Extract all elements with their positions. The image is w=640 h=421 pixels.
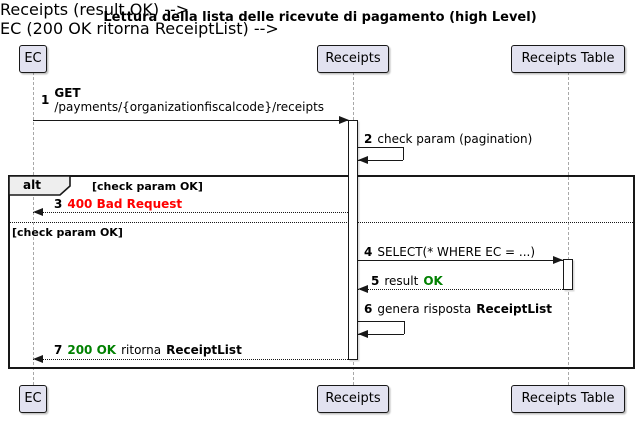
participant-ec-label: EC: [24, 51, 42, 66]
participant-receipts-table-label: Receipts Table: [521, 51, 615, 66]
participant-receipts-label: Receipts: [325, 391, 381, 406]
message-7-payload: ReceiptList: [166, 343, 242, 357]
message-5-label: 5 result OK: [371, 274, 443, 288]
alt-operator-label: alt: [23, 178, 41, 192]
message-7-number: 7: [54, 343, 63, 357]
message-1-arrow: [33, 120, 348, 121]
lifeline-receipts-table: [568, 72, 569, 385]
message-5-text: result: [384, 274, 419, 288]
lifeline-ec: [33, 72, 34, 385]
alt-guard-else: [check param OK]: [12, 226, 123, 239]
message-4-arrow: [358, 260, 563, 261]
message-4-label: 4 SELECT(* WHERE EC = ...): [364, 245, 535, 259]
alt-guard-top: [check param OK]: [92, 180, 203, 193]
arrowhead-left: [33, 355, 43, 363]
message-1-method: GET: [54, 86, 81, 100]
self-line-right: [403, 147, 404, 160]
message-3-number: 3: [54, 197, 63, 211]
participant-receipts-table-bottom: Receipts Table: [511, 385, 625, 413]
alt-divider: [10, 222, 633, 223]
message-7-status: 200 OK: [67, 343, 117, 357]
participant-receipts-label: Receipts: [325, 51, 381, 66]
message-6-number: 6: [364, 302, 373, 316]
arrowhead-right: [339, 116, 349, 124]
message-2-label: 2 check param (pagination): [364, 132, 532, 146]
participant-receipts-bottom: Receipts: [317, 385, 389, 413]
message-6-label: 6 genera risposta ReceiptList: [364, 302, 552, 316]
participant-ec-top: EC: [19, 45, 47, 73]
arrowhead-left: [33, 208, 43, 216]
alt-frame: [8, 175, 635, 369]
self-line-bottom: [358, 160, 403, 161]
self-line-bottom: [358, 334, 404, 335]
message-5-arrow: [358, 289, 563, 290]
activation-bar-receipts: [348, 120, 358, 360]
arrowhead-left: [358, 156, 368, 164]
message-3-arrow: [33, 212, 348, 213]
message-5-number: 5: [371, 274, 380, 288]
participant-receipts-table-top: Receipts Table: [511, 45, 625, 73]
diagram-title: Lettura della lista delle ricevute di pa…: [103, 10, 537, 25]
message-1-text: GET /payments/{organizationfiscalcode}/r…: [54, 86, 324, 114]
participant-ec-label: EC: [24, 391, 42, 406]
message-4-number: 4: [364, 245, 373, 259]
message-2-number: 2: [364, 132, 373, 146]
activation-bar-receipts-table: [563, 259, 573, 290]
arrowhead-left: [358, 285, 368, 293]
message-7-arrow: [33, 359, 348, 360]
message-1-label: 1 GET /payments/{organizationfiscalcode}…: [41, 86, 324, 114]
self-line-top: [358, 321, 404, 322]
self-line-right: [404, 321, 405, 334]
arrowhead-right: [553, 256, 563, 264]
message-3-error-text: 400 Bad Request: [67, 197, 183, 211]
message-6-text: genera risposta: [377, 302, 472, 316]
arrowhead-left: [358, 330, 368, 338]
message-6-payload: ReceiptList: [476, 302, 552, 316]
message-1-number: 1: [41, 93, 50, 107]
message-7-text: ritorna: [121, 343, 162, 357]
message-7-label: 7 200 OK ritorna ReceiptList: [54, 343, 242, 357]
alt-operator-pentagon: [8, 175, 71, 196]
message-2-text: check param (pagination): [377, 132, 533, 146]
participant-receipts-top: Receipts: [317, 45, 389, 73]
message-4-text: SELECT(* WHERE EC = ...): [377, 245, 536, 259]
participant-receipts-table-label: Receipts Table: [521, 391, 615, 406]
participant-ec-bottom: EC: [19, 385, 47, 413]
self-line-top: [358, 147, 403, 148]
message-1-path: /payments/{organizationfiscalcode}/recei…: [54, 100, 325, 114]
message-5-status: OK: [423, 274, 443, 288]
message-3-label: 3 400 Bad Request: [54, 197, 182, 211]
